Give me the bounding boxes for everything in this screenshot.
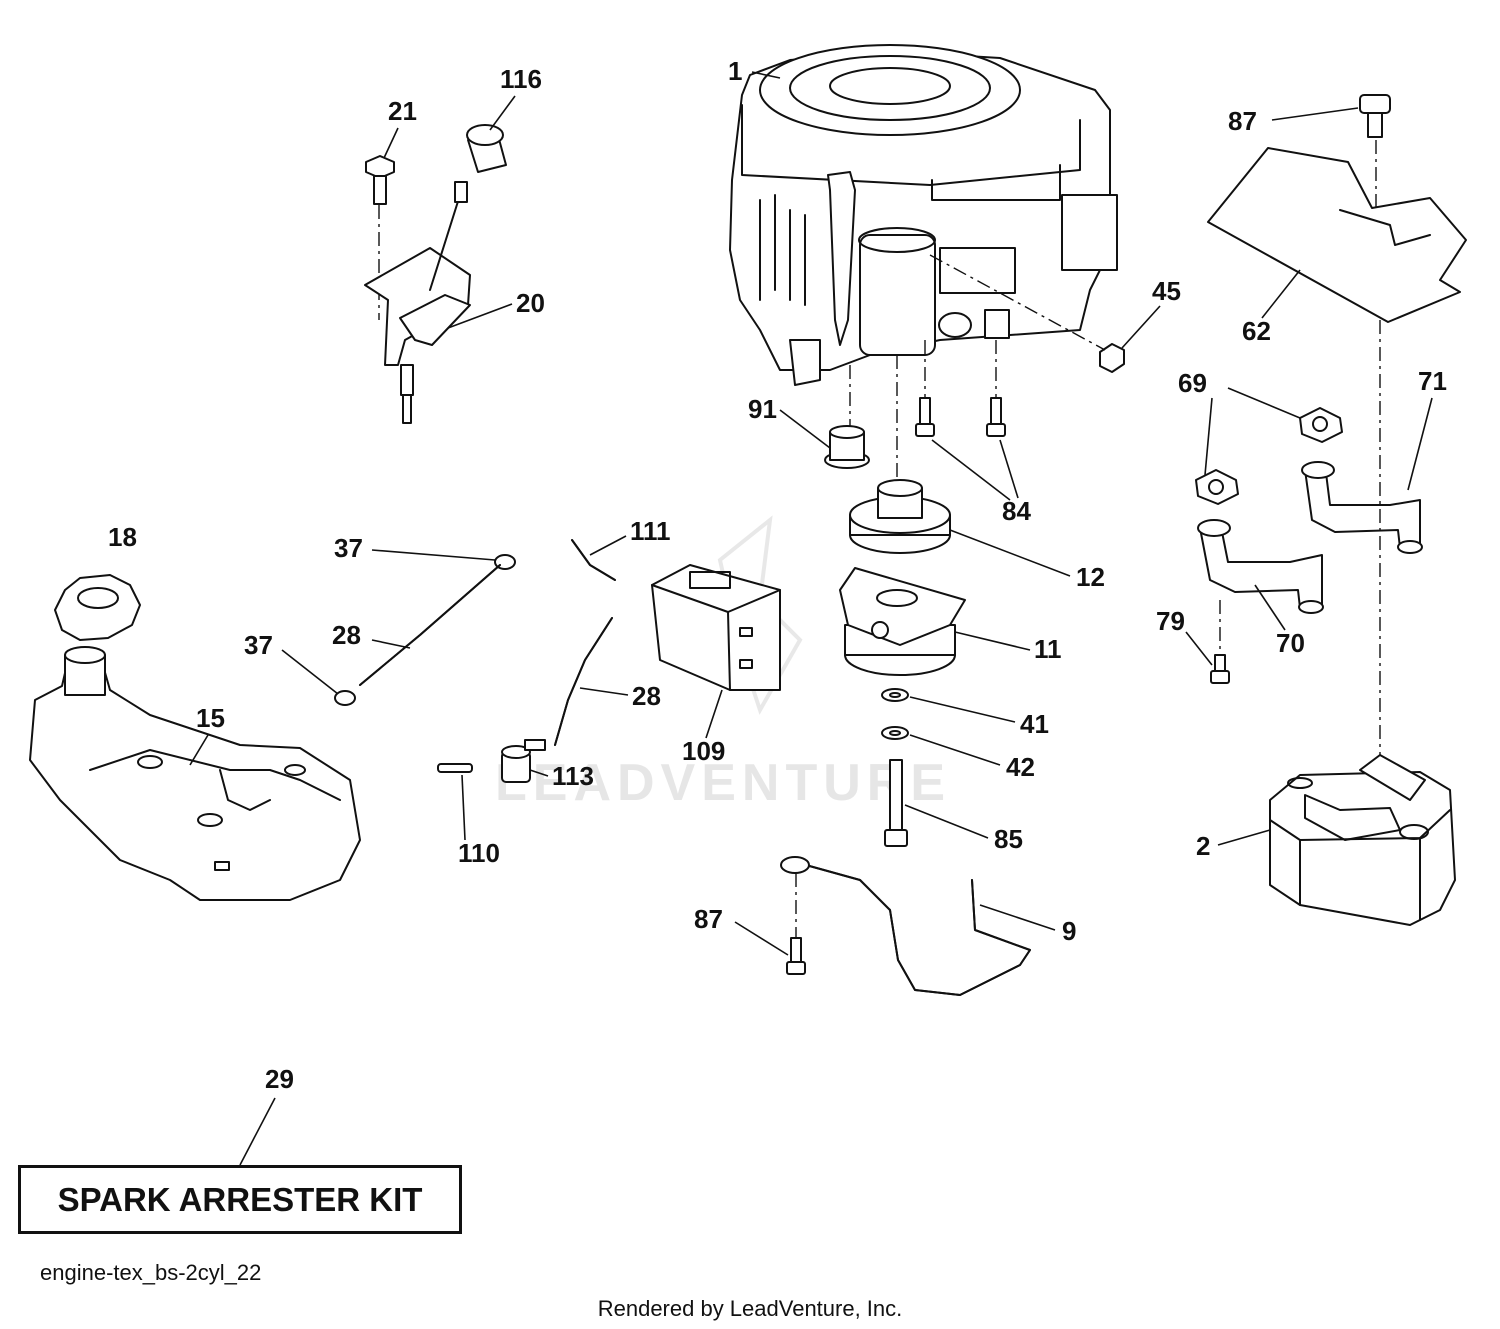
spark-arrester-kit-box[interactable]: SPARK ARRESTER KIT — [18, 1165, 462, 1234]
callout-79[interactable]: 79 — [1156, 606, 1213, 666]
callout-71[interactable]: 71 — [1407, 366, 1447, 491]
svg-text:84: 84 — [1002, 496, 1031, 526]
svg-text:62: 62 — [1242, 316, 1271, 346]
valve-icon — [501, 739, 546, 783]
canister-icon — [651, 564, 781, 691]
svg-text:28: 28 — [632, 681, 661, 711]
callout-9[interactable]: 9 — [979, 904, 1076, 946]
svg-text:29: 29 — [265, 1064, 294, 1094]
callout-2[interactable]: 2 — [1196, 829, 1271, 861]
fuel-cap-icon — [54, 574, 141, 641]
fitting-icon — [437, 763, 473, 773]
callout-91[interactable]: 91 — [748, 394, 831, 449]
bolt-icon — [365, 155, 395, 205]
callout-29[interactable]: 29 — [239, 1064, 294, 1166]
svg-text:87: 87 — [1228, 106, 1257, 136]
callout-62[interactable]: 62 — [1242, 269, 1301, 346]
svg-text:37: 37 — [334, 533, 363, 563]
callout-111[interactable]: 111 — [589, 516, 671, 556]
washer-icon — [881, 688, 909, 740]
spacer-icon — [824, 425, 870, 469]
callout-41[interactable]: 41 — [909, 696, 1049, 739]
svg-text:113: 113 — [552, 761, 594, 791]
svg-text:21: 21 — [388, 96, 417, 126]
throttle-control-icon — [364, 181, 471, 424]
callout-21[interactable]: 21 — [383, 96, 417, 159]
svg-text:71: 71 — [1418, 366, 1447, 396]
rod-icon — [780, 856, 1031, 996]
callout-85[interactable]: 85 — [904, 804, 1023, 854]
callout-28a[interactable]: 28 — [332, 620, 411, 650]
callout-42[interactable]: 42 — [909, 734, 1035, 782]
svg-text:110: 110 — [458, 838, 500, 868]
callout-1[interactable]: 1 — [728, 56, 781, 86]
svg-text:87: 87 — [694, 904, 723, 934]
exhaust-pipe-icon — [1197, 519, 1324, 614]
callout-69[interactable]: 69 — [1178, 368, 1301, 476]
callout-11[interactable]: 11 — [954, 631, 1062, 664]
svg-text:116: 116 — [500, 64, 542, 94]
callout-87[interactable]: 87 — [1228, 106, 1359, 136]
callout-37a[interactable]: 37 — [334, 533, 496, 563]
svg-text:12: 12 — [1076, 562, 1105, 592]
pulley-icon — [849, 479, 951, 554]
svg-text:28: 28 — [332, 620, 361, 650]
exhaust-pipe-icon — [1301, 461, 1423, 554]
svg-text:91: 91 — [748, 394, 777, 424]
callout-28b[interactable]: 28 — [579, 681, 661, 711]
figure-id: engine-tex_bs-2cyl_22 — [40, 1260, 262, 1285]
callout-12[interactable]: 12 — [949, 529, 1105, 592]
svg-text:18: 18 — [108, 522, 137, 552]
callout-116[interactable]: 116 — [489, 64, 542, 131]
callout-90[interactable]: 87 — [694, 904, 789, 956]
heat-shield-icon — [1207, 147, 1467, 323]
callout-109[interactable]: 109 — [682, 689, 725, 766]
callout-110[interactable]: 110 — [458, 774, 500, 868]
svg-text:79: 79 — [1156, 606, 1185, 636]
spark-arrester-kit-label: SPARK ARRESTER KIT — [57, 1180, 423, 1218]
svg-text:109: 109 — [682, 736, 725, 766]
svg-text:11: 11 — [1034, 634, 1062, 664]
muffler-icon — [1269, 754, 1456, 926]
svg-text:37: 37 — [244, 630, 273, 660]
callout-45[interactable]: 45 — [1121, 276, 1181, 349]
svg-text:45: 45 — [1152, 276, 1181, 306]
svg-text:1: 1 — [728, 56, 742, 86]
svg-text:69: 69 — [1178, 368, 1207, 398]
svg-text:2: 2 — [1196, 831, 1210, 861]
knob-icon — [466, 124, 507, 173]
callout-15[interactable]: 15 — [189, 703, 225, 766]
hose-icon — [554, 617, 613, 746]
callout-113[interactable]: 113 — [529, 761, 594, 791]
callout-37b[interactable]: 37 — [244, 630, 339, 695]
bolt-icon — [884, 759, 908, 847]
clutch-icon — [839, 567, 966, 676]
callout-70[interactable]: 70 — [1254, 584, 1305, 658]
bolt-icon — [786, 937, 806, 975]
footer-credit: Rendered by LeadVenture, Inc. — [597, 1296, 903, 1321]
hose-icon — [359, 564, 501, 686]
fuel-tank-icon — [29, 646, 361, 901]
hose-icon — [571, 539, 616, 581]
svg-text:20: 20 — [516, 288, 545, 318]
svg-text:41: 41 — [1020, 709, 1049, 739]
engine-icon — [729, 44, 1118, 386]
callout-18[interactable]: 18 — [108, 522, 137, 552]
knob-icon — [1359, 94, 1391, 138]
svg-text:85: 85 — [994, 824, 1023, 854]
callout-84[interactable]: 84 — [931, 439, 1031, 526]
callout-20[interactable]: 20 — [447, 288, 545, 329]
bolt-icon — [915, 397, 1006, 437]
svg-text:42: 42 — [1006, 752, 1035, 782]
gasket-icon — [1195, 407, 1343, 505]
nut-icon — [1099, 343, 1125, 373]
watermark: LEADVENTURE — [495, 754, 951, 812]
svg-text:111: 111 — [630, 516, 671, 546]
svg-text:70: 70 — [1276, 628, 1305, 658]
svg-text:15: 15 — [196, 703, 225, 733]
screw-icon — [1210, 654, 1230, 684]
svg-text:9: 9 — [1062, 916, 1076, 946]
